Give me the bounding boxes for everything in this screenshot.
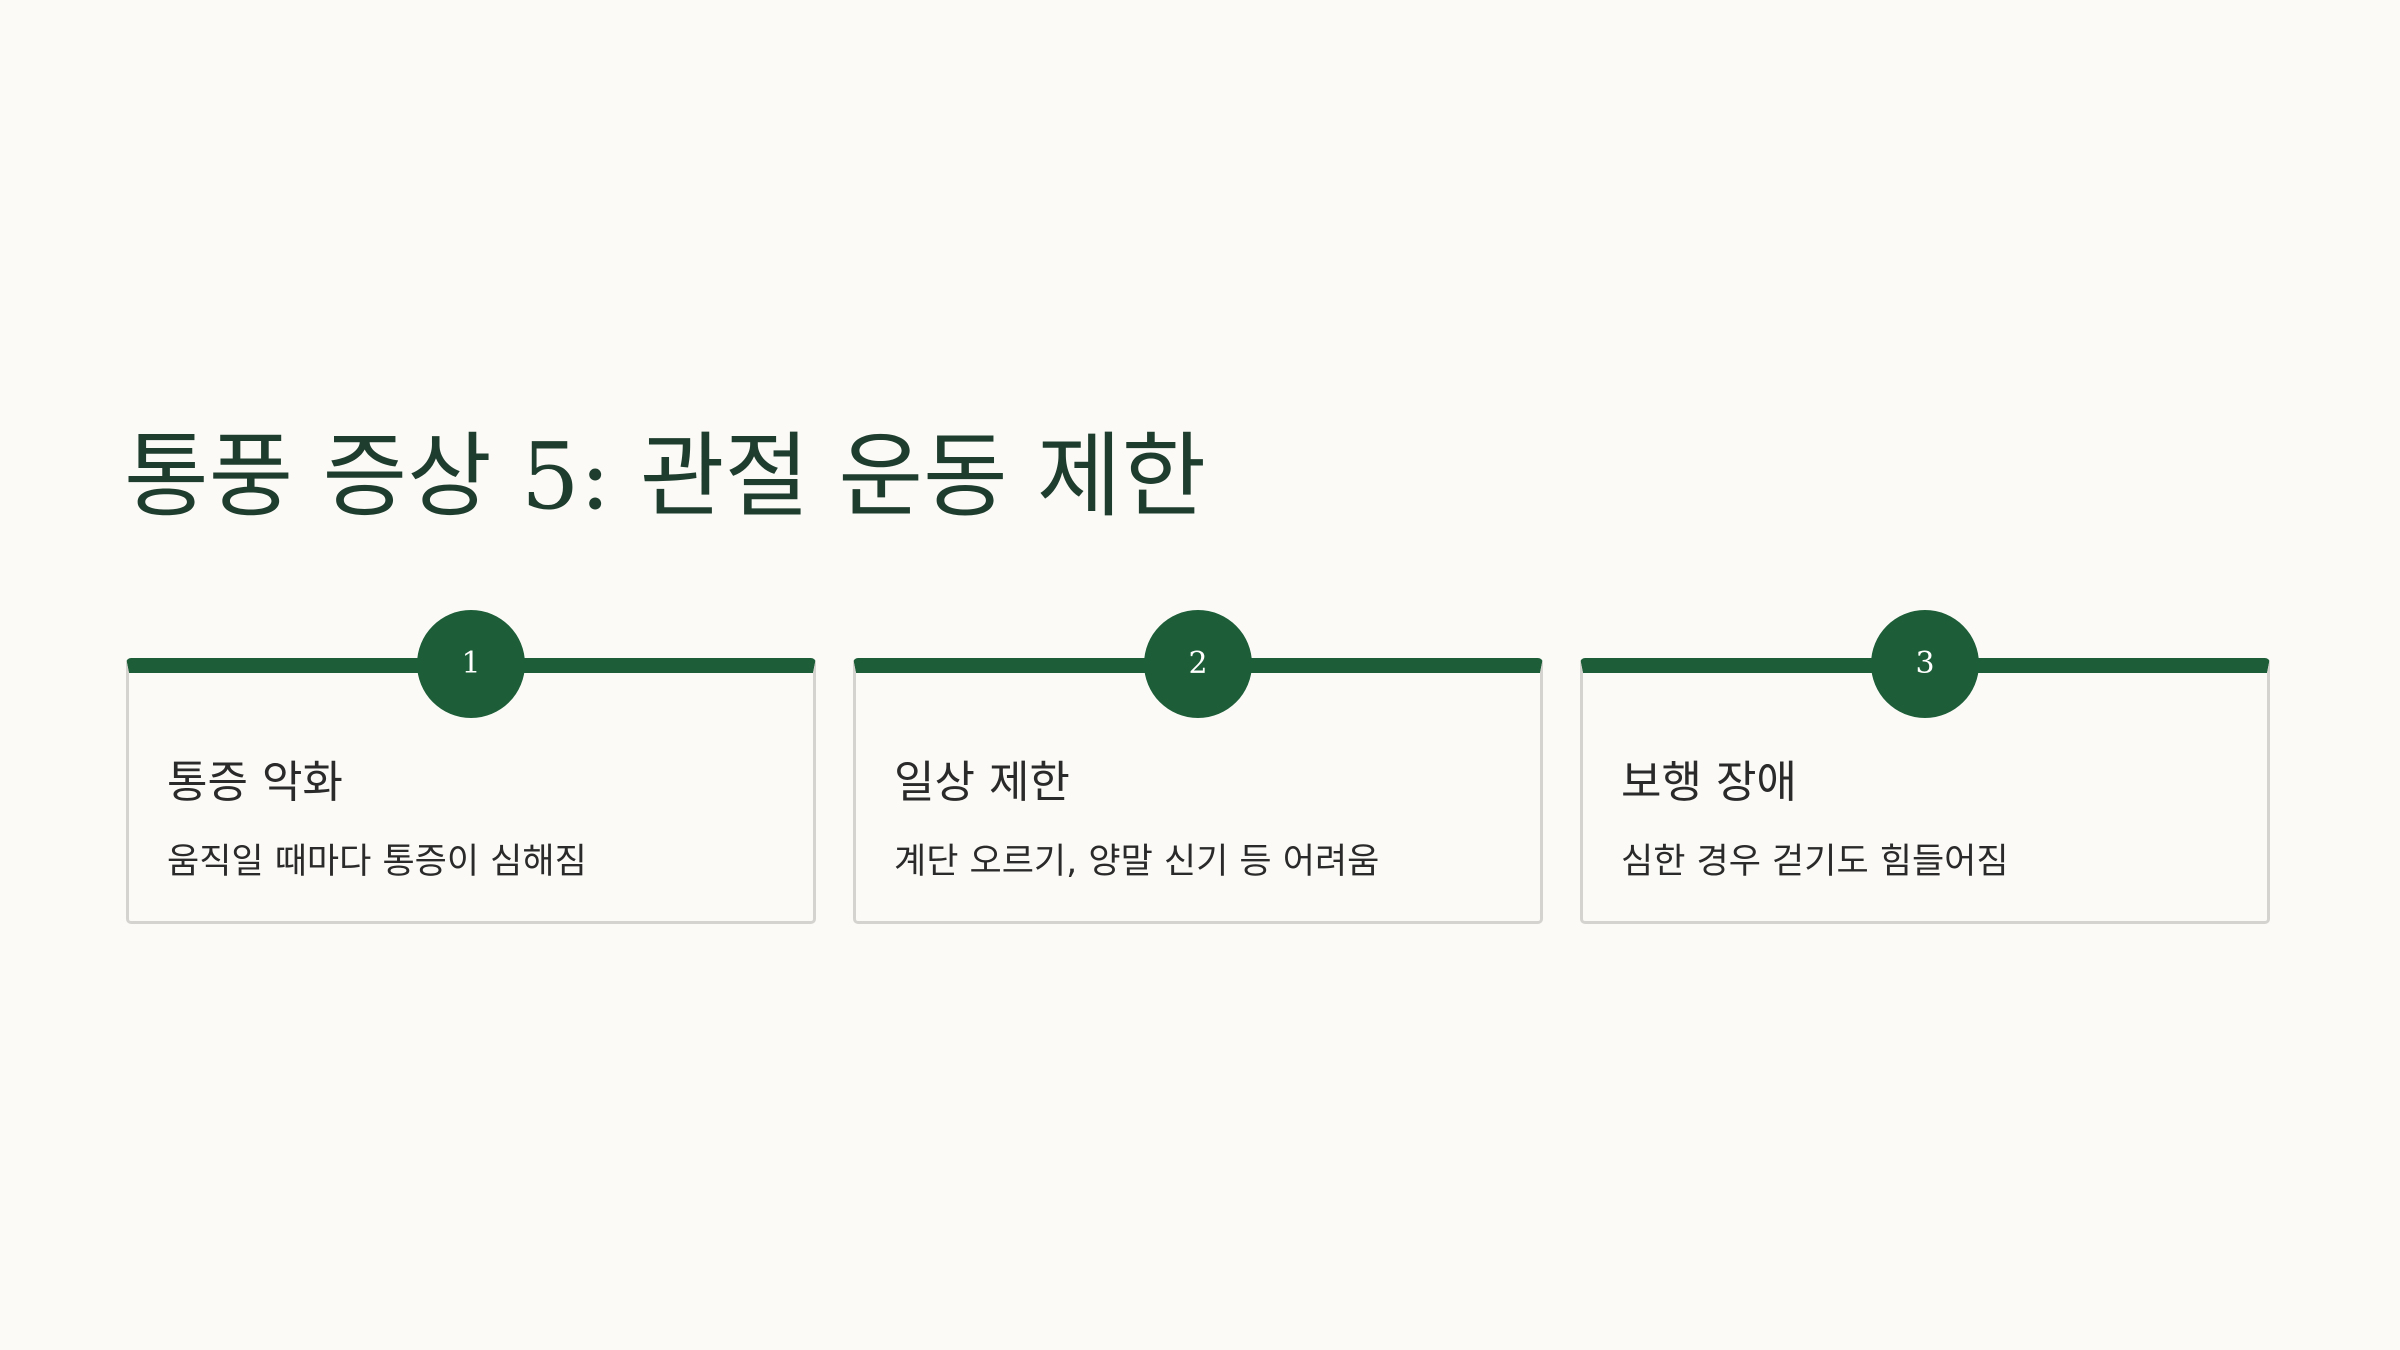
slide-title: 통풍 증상 5: 관절 운동 제한 xyxy=(124,423,1207,530)
card-description: 심한 경우 걷기도 힘들어짐 xyxy=(1621,842,2009,882)
card-title: 보행 장애 xyxy=(1621,757,1797,808)
symptom-card-3: 3 보행 장애 심한 경우 걷기도 힘들어짐 xyxy=(1580,610,2270,924)
symptom-cards: 1 통증 악화 움직일 때마다 통증이 심해짐 2 일상 제한 계단 오르기, … xyxy=(126,610,2274,924)
symptom-card-1: 1 통증 악화 움직일 때마다 통증이 심해짐 xyxy=(126,610,816,924)
card-title: 통증 악화 xyxy=(167,757,343,808)
card-title: 일상 제한 xyxy=(894,757,1070,808)
step-number-badge: 1 xyxy=(417,610,525,718)
card-description: 움직일 때마다 통증이 심해짐 xyxy=(167,842,587,882)
step-number-badge: 2 xyxy=(1144,610,1252,718)
step-number-badge: 3 xyxy=(1871,610,1979,718)
symptom-card-2: 2 일상 제한 계단 오르기, 양말 신기 등 어려움 xyxy=(853,610,1543,924)
card-description: 계단 오르기, 양말 신기 등 어려움 xyxy=(894,842,1380,882)
